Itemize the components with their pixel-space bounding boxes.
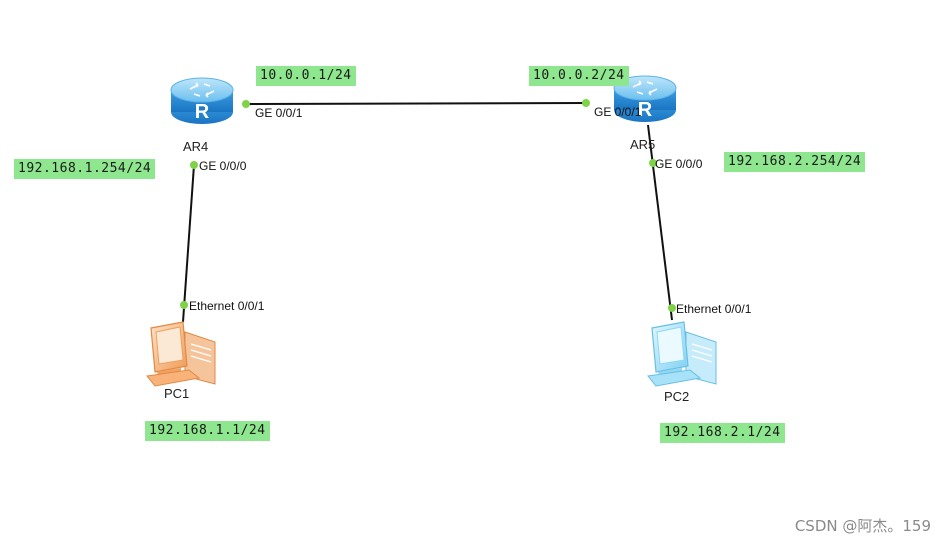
port-label-ar4-ge001: GE 0/0/1 [255, 106, 303, 120]
port-label-ar5-ge000: GE 0/0/0 [655, 157, 703, 171]
ip-label-ar5-wan: 10.0.0.2/24 [529, 66, 629, 86]
port-dot-pc1-eth[interactable] [180, 301, 188, 309]
link-ar4-pc1[interactable] [182, 164, 195, 323]
router-icon-ar5[interactable]: R [613, 75, 677, 122]
device-label-pc2: PC2 [664, 389, 690, 404]
device-label-pc1: PC1 [164, 386, 190, 401]
device-label-ar4: AR4 [183, 139, 209, 154]
watermark: CSDN @阿杰。159 [794, 517, 931, 535]
port-label-ar5-ge001: GE 0/0/1 [594, 105, 642, 119]
port-label-ar4-ge000: GE 0/0/0 [199, 159, 247, 173]
ip-label-ar4-lan: 192.168.1.254/24 [14, 159, 156, 179]
svg-text:R: R [195, 101, 210, 123]
ip-label-ar4-wan: 10.0.0.1/24 [256, 66, 356, 86]
ip-label-ar5-lan: 192.168.2.254/24 [724, 152, 866, 172]
pc-icon-pc2[interactable] [647, 321, 717, 387]
pc-icon-pc1[interactable] [146, 321, 216, 387]
svg-text:R: R [638, 99, 653, 121]
device-label-ar5: AR5 [630, 137, 656, 152]
port-dot-ar5-ge001[interactable] [582, 99, 590, 107]
ip-label-pc2: 192.168.2.1/24 [660, 423, 785, 443]
port-label-pc1-eth: Ethernet 0/0/1 [189, 299, 265, 313]
port-dot-pc2-eth[interactable] [668, 304, 676, 312]
port-dot-ar4-ge000[interactable] [190, 161, 198, 169]
link-ar4-ar5[interactable] [245, 102, 587, 105]
port-dot-ar5-ge000[interactable] [649, 159, 657, 167]
router-icon-ar4[interactable]: R [170, 77, 234, 124]
port-dot-ar4-ge001[interactable] [242, 100, 250, 108]
port-label-pc2-eth: Ethernet 0/0/1 [676, 302, 752, 316]
link-ar5-pc2[interactable] [647, 124, 673, 321]
ip-label-pc1: 192.168.1.1/24 [145, 421, 270, 441]
